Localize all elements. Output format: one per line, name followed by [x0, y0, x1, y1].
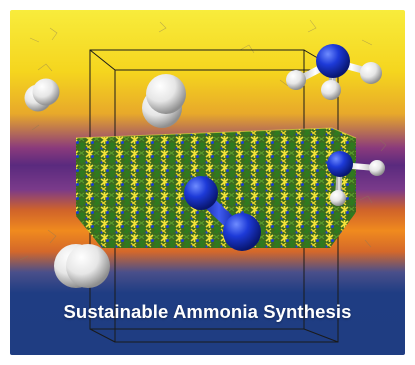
hydrogen-molecule-icon	[24, 78, 60, 112]
hydrogen-molecule-icon	[54, 244, 110, 288]
hydrogen-molecule-icon	[142, 74, 186, 128]
cover-caption: Sustainable Ammonia Synthesis	[63, 301, 352, 322]
cover-image: Sustainable Ammonia Synthesis	[10, 10, 405, 355]
background-lattice	[19, 19, 387, 261]
nitrogen-molecule-icon	[184, 176, 261, 251]
scene-illustration	[19, 19, 387, 343]
ammonia-molecule-icon	[327, 151, 385, 206]
ammonia-molecule-icon	[286, 44, 382, 100]
